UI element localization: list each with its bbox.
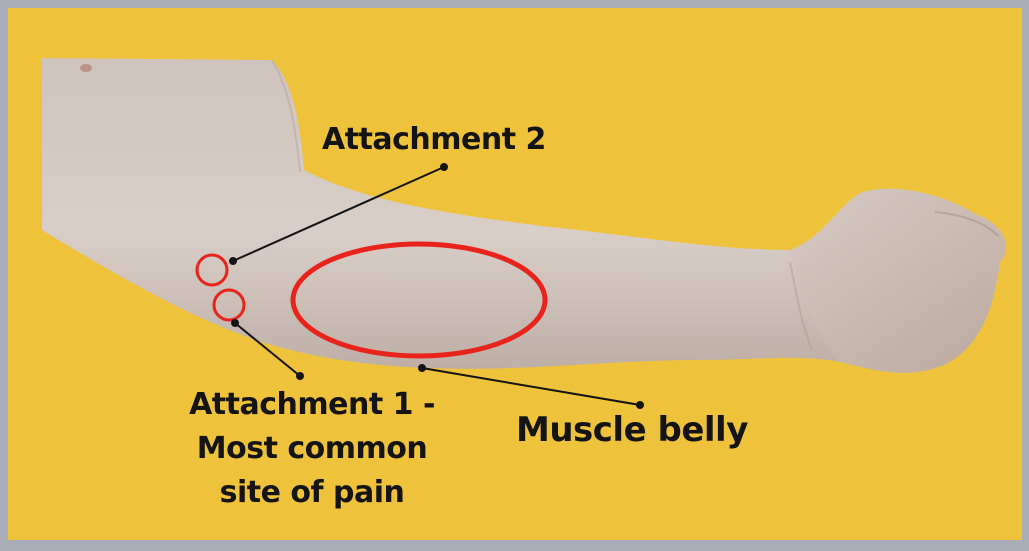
attachment-1-label-line3: site of pain — [172, 471, 452, 515]
attachment-2-label: Attachment 2 — [322, 122, 546, 157]
attachment-1-leader-dot-end — [297, 373, 303, 379]
muscle-belly-leader-dot — [419, 365, 425, 371]
attachment-1-leader-dot — [232, 320, 238, 326]
attachment-2-leader-dot-end — [441, 164, 447, 170]
skin-mark — [80, 64, 92, 72]
attachment-1-label-line2: Most common — [172, 427, 452, 471]
muscle-belly-leader-dot-end — [637, 402, 643, 408]
muscle-belly-label: Muscle belly — [516, 410, 748, 450]
attachment-1-label-line1: Attachment 1 - — [172, 383, 452, 427]
attachment-1-label: Attachment 1 - Most common site of pain — [172, 383, 452, 515]
attachment-2-leader-dot — [230, 258, 236, 264]
